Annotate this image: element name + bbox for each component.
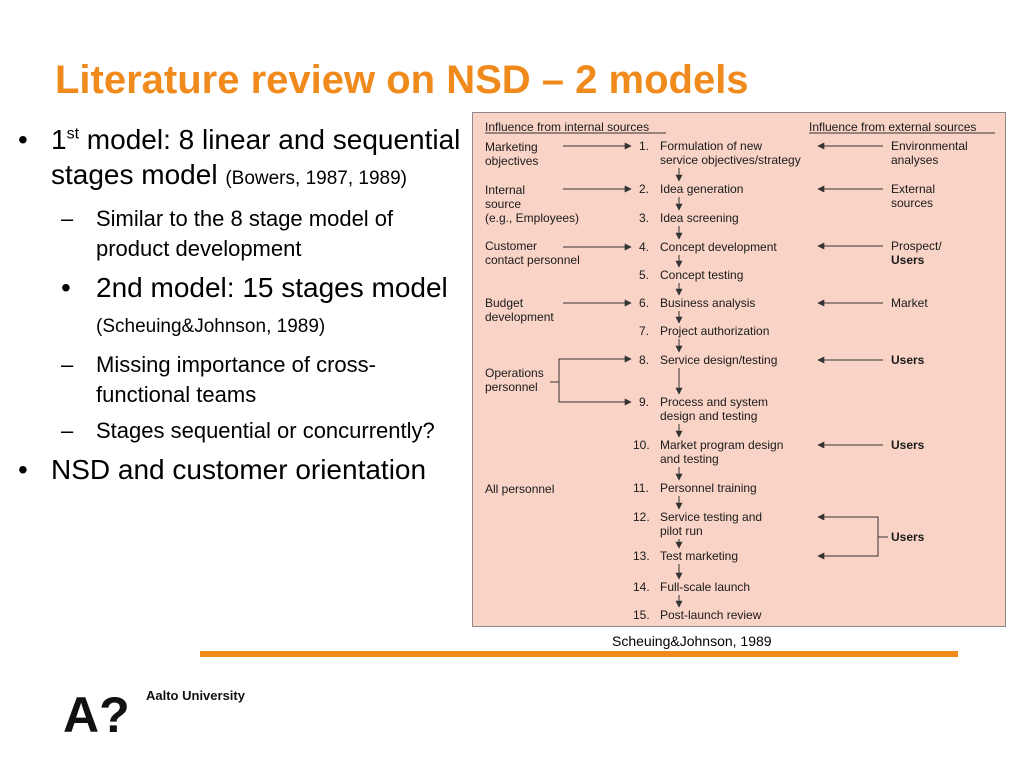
header-external: Influence from external sources (809, 120, 976, 134)
bullet-list: • 1st model: 8 linear and sequential sta… (18, 122, 468, 495)
stage-1-number: 1. (639, 139, 649, 153)
bullet-item-first-model: • 1st model: 8 linear and sequential sta… (18, 122, 468, 196)
stage-12-number: 12. (633, 510, 650, 524)
stage-11-label: Personnel training (660, 481, 757, 495)
stage-1-label: Formulation of new (660, 139, 762, 153)
external-market: Market (891, 296, 928, 310)
stage-7-label: Project authorization (660, 324, 769, 338)
stage-10-label-line2: and testing (660, 452, 719, 466)
bullet-second-citation: (Scheuing&Johnson, 1989) (96, 316, 326, 337)
external-users-8: Users (891, 353, 925, 367)
stage-15-number: 15. (633, 608, 650, 622)
stage-3-label: Idea screening (660, 211, 739, 225)
bullet-first-text: model: 8 linear and sequential stages mo… (51, 124, 461, 190)
internal-source-l2: source (485, 197, 521, 211)
external-influences: Environmental analyses External sources … (817, 139, 968, 560)
stage-1-label-line2: service objectives/strategy (660, 153, 801, 167)
aalto-logo-mark: A? (63, 688, 130, 734)
sub-bullet-missing: – Missing importance of cross-functional… (61, 350, 468, 410)
stage-7-number: 7. (639, 324, 649, 338)
internal-customer-l2: contact personnel (485, 253, 580, 267)
orange-divider (200, 651, 958, 657)
bullet-item-nsd-customer: • NSD and customer orientation (18, 452, 468, 487)
nsd-stage-diagram: Influence from internal sources Influenc… (472, 112, 1006, 627)
stage-2-label: Idea generation (660, 182, 743, 196)
aalto-logo-text: Aalto University (146, 688, 245, 703)
stage-9-label: Process and system (660, 395, 768, 409)
stage-2-number: 2. (639, 182, 649, 196)
stage-3-number: 3. (639, 211, 649, 225)
stage-12-label-line2: pilot run (660, 524, 703, 538)
dash-icon: – (61, 352, 74, 377)
aalto-logo-icon: A? (63, 688, 130, 734)
stage-6-label: Business analysis (660, 296, 755, 310)
internal-marketing-l2: objectives (485, 154, 538, 168)
external-arrow-12 (817, 513, 888, 538)
external-prospect-l2: Users (891, 253, 925, 267)
stage-14-label: Full-scale launch (660, 580, 750, 594)
bullet-dot-icon: • (61, 272, 71, 303)
stage-8-number: 8. (639, 353, 649, 367)
external-users-12-13: Users (891, 530, 925, 544)
external-env-l2: analyses (891, 153, 938, 167)
external-sources-l2: sources (891, 196, 933, 210)
external-env-l1: Environmental (891, 139, 968, 153)
bullet-first-prefix: 1 (51, 124, 67, 155)
slide-title: Literature review on NSD – 2 models (55, 58, 749, 102)
internal-budget-l1: Budget (485, 296, 524, 310)
dash-icon: – (61, 206, 74, 231)
stage-8-label: Service design/testing (660, 353, 777, 367)
stage-4-label: Concept development (660, 240, 777, 254)
internal-source-l3: (e.g., Employees) (485, 211, 579, 225)
internal-operations-l2: personnel (485, 380, 538, 394)
bullet-dot-icon: • (18, 124, 28, 155)
internal-influences: Marketing objectives Internal source (e.… (485, 140, 632, 496)
external-users-10: Users (891, 438, 925, 452)
sub-bullet-stages-text: Stages sequential or concurrently? (96, 418, 435, 443)
stage-9-label-line2: design and testing (660, 409, 757, 423)
bullet-first-sup: st (66, 125, 80, 143)
internal-marketing-l1: Marketing (485, 140, 538, 154)
sub-bullet-missing-text: Missing importance of cross-functional t… (96, 352, 376, 407)
sub-bullet-similar: – Similar to the 8 stage model of produc… (61, 204, 468, 264)
stage-13-label: Test marketing (660, 549, 738, 563)
stage-6-number: 6. (639, 296, 649, 310)
header-internal: Influence from internal sources (485, 120, 649, 134)
bullet-item-second-model: • 2nd model: 15 stages model (Scheuing&J… (61, 270, 468, 344)
stage-11-number: 11. (633, 481, 649, 495)
bullet-dot-icon: • (18, 454, 28, 485)
sub-bullet-stages: – Stages sequential or concurrently? (61, 416, 468, 446)
stage-10-label: Market program design (660, 438, 783, 452)
bullet-third-text: NSD and customer orientation (51, 454, 427, 485)
stage-9-number: 9. (639, 395, 649, 409)
internal-operations-l1: Operations (485, 366, 544, 380)
internal-source-l1: Internal (485, 183, 525, 197)
sub-bullet-similar-text: Similar to the 8 stage model of product … (96, 206, 394, 261)
figure-caption: Scheuing&Johnson, 1989 (612, 633, 772, 649)
internal-arrow-9 (558, 382, 632, 406)
stage-14-number: 14. (633, 580, 650, 594)
internal-customer-l1: Customer (485, 239, 537, 253)
external-arrow-13 (817, 537, 879, 560)
bullet-second-text: 2nd model: 15 stages model (96, 272, 448, 303)
stage-10-number: 10. (633, 438, 650, 452)
stage-5-label: Concept testing (660, 268, 743, 282)
internal-budget-l2: development (485, 310, 554, 324)
external-prospect-l1: Prospect/ (891, 239, 942, 253)
diagram-canvas: Influence from internal sources Influenc… (485, 120, 995, 622)
stage-4-number: 4. (639, 240, 649, 254)
stage-15-label: Post-launch review (660, 608, 762, 622)
external-sources-l1: External (891, 182, 935, 196)
dash-icon: – (61, 418, 74, 443)
internal-all-personnel: All personnel (485, 482, 554, 496)
stage-5-number: 5. (639, 268, 649, 282)
bullet-first-citation: (Bowers, 1987, 1989) (225, 168, 407, 189)
stage-12-label: Service testing and (660, 510, 762, 524)
stage-13-number: 13. (633, 549, 650, 563)
internal-arrow-8 (550, 355, 632, 383)
